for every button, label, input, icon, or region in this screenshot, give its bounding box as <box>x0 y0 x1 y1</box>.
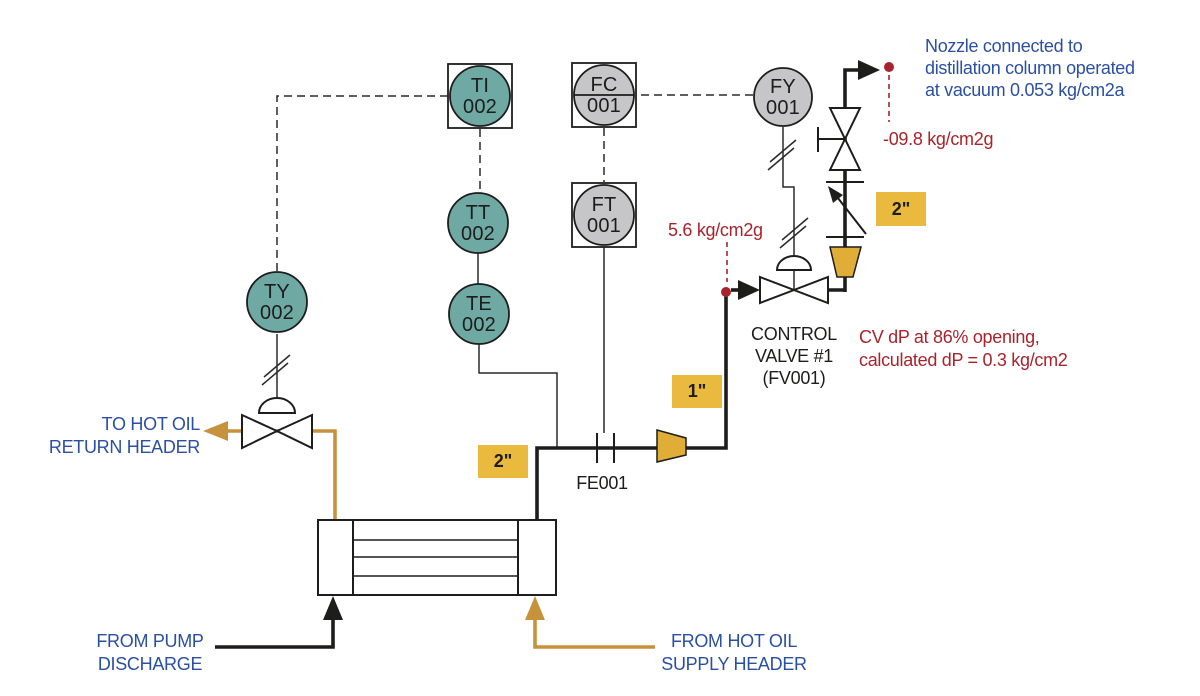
tt002-tag: TT <box>466 202 491 224</box>
pressure-point-nozzle <box>884 62 894 72</box>
signal-break-marks-ty <box>261 354 291 386</box>
ti002-tag: TI <box>471 75 489 97</box>
fy001-loop: 001 <box>766 97 800 119</box>
ti002-loop: 002 <box>463 96 497 118</box>
arrow-to-return-header <box>203 421 228 441</box>
annotation-texts: Nozzle connected to distillation column … <box>49 36 1135 674</box>
pressure-marks <box>721 62 894 297</box>
badge-2in-left-label: 2" <box>494 451 513 471</box>
pump-discharge-label-line2: DISCHARGE <box>98 654 203 674</box>
badge-2in-left <box>478 445 528 478</box>
return-header-label-line2: RETURN HEADER <box>49 437 200 457</box>
expander-vertical <box>829 246 862 278</box>
ty002-loop: 002 <box>260 302 294 324</box>
control-valve-label-line2: VALVE #1 <box>755 346 833 366</box>
badge-2in-right-label: 2" <box>892 199 911 219</box>
nozzle-note-line3: at vacuum 0.053 kg/cm2a <box>925 80 1126 100</box>
instrument-labels: TI 002 TT 002 TE 002 TY 002 FC 001 FT 00… <box>260 74 800 336</box>
te002-loop: 002 <box>462 314 496 336</box>
pipe-valve-outlet-riser <box>828 68 862 292</box>
return-header-label-line1: TO HOT OIL <box>102 414 201 434</box>
arrow-from-supply-header <box>525 596 545 620</box>
control-valve-fv001 <box>759 255 829 305</box>
arrow-from-pump-discharge <box>323 596 343 620</box>
instrument-ft001 <box>571 182 637 248</box>
ft001-loop: 001 <box>587 215 621 237</box>
badge-2in-right <box>876 192 926 226</box>
te002-tag: TE <box>466 293 492 315</box>
reducer-horizontal <box>656 429 687 463</box>
actuator-dome-ty <box>257 397 297 414</box>
signal-lines <box>276 94 753 272</box>
nozzle-note-line2: distillation column operated <box>925 58 1135 78</box>
tt002-loop: 002 <box>461 223 495 245</box>
instrument-ty002 <box>246 271 308 333</box>
arrow-to-nozzle <box>858 60 880 80</box>
pipe-pump-discharge <box>215 618 335 649</box>
heat-exchanger <box>317 519 557 596</box>
cv-dp-note-line2: calculated dP = 0.3 kg/cm2 <box>859 350 1068 370</box>
vacuum-pressure-label: -09.8 kg/cm2g <box>883 129 993 149</box>
badge-1in-label: 1" <box>688 381 707 401</box>
control-valve-ty <box>241 397 313 450</box>
fc001-tag: FC <box>590 74 617 96</box>
control-valve-label-line3: (FV001) <box>763 368 826 388</box>
signal-break-marks-fy-lower <box>779 217 809 249</box>
flow-element-label: FE001 <box>576 473 628 493</box>
actuator-dome-fv001 <box>775 255 813 271</box>
orifice-plate-fe001 <box>596 433 615 463</box>
ft001-tag: FT <box>592 194 617 216</box>
badge-1in <box>672 375 722 408</box>
manual-valve <box>817 107 862 171</box>
fittings <box>596 181 867 463</box>
pipe-supply-header <box>533 618 655 649</box>
manual-valve-handle <box>817 127 844 152</box>
instrument-fy001 <box>753 67 813 127</box>
instrument-te002 <box>448 283 510 345</box>
fc001-loop: 001 <box>587 95 621 117</box>
instruments <box>246 62 813 345</box>
fy001-tag: FY <box>770 76 796 98</box>
line-te-to-pipe <box>478 344 558 447</box>
instrument-process-lines <box>261 127 809 447</box>
heat-exchanger-tubes <box>353 539 518 577</box>
supply-header-label-line1: FROM HOT OIL <box>671 631 797 651</box>
signal-ti-to-ty <box>276 95 448 272</box>
pressure-point-cv-inlet <box>721 287 731 297</box>
cv-inlet-pressure-label: 5.6 kg/cm2g <box>668 220 763 240</box>
instrument-ti002 <box>447 63 513 129</box>
valves <box>241 107 862 450</box>
pump-discharge-label-line1: FROM PUMP <box>96 631 204 651</box>
nozzle-note-line1: Nozzle connected to <box>925 36 1083 56</box>
process-piping <box>215 60 880 649</box>
instrument-fc001 <box>571 62 637 128</box>
control-valve-label-line1: CONTROL <box>751 324 837 344</box>
pipe-exchanger-to-valve <box>535 292 728 520</box>
cv-dp-note-line1: CV dP at 86% opening, <box>859 327 1040 347</box>
arrow-into-control-valve <box>738 280 760 300</box>
ty002-tag: TY <box>264 281 290 303</box>
instrument-tt002 <box>447 192 509 254</box>
supply-header-label-line2: SUPPLY HEADER <box>661 654 807 674</box>
signal-break-marks-fy-upper <box>767 139 797 171</box>
check-valve <box>826 181 867 238</box>
pipe-size-badges: 2" 1" 2" <box>478 192 926 478</box>
